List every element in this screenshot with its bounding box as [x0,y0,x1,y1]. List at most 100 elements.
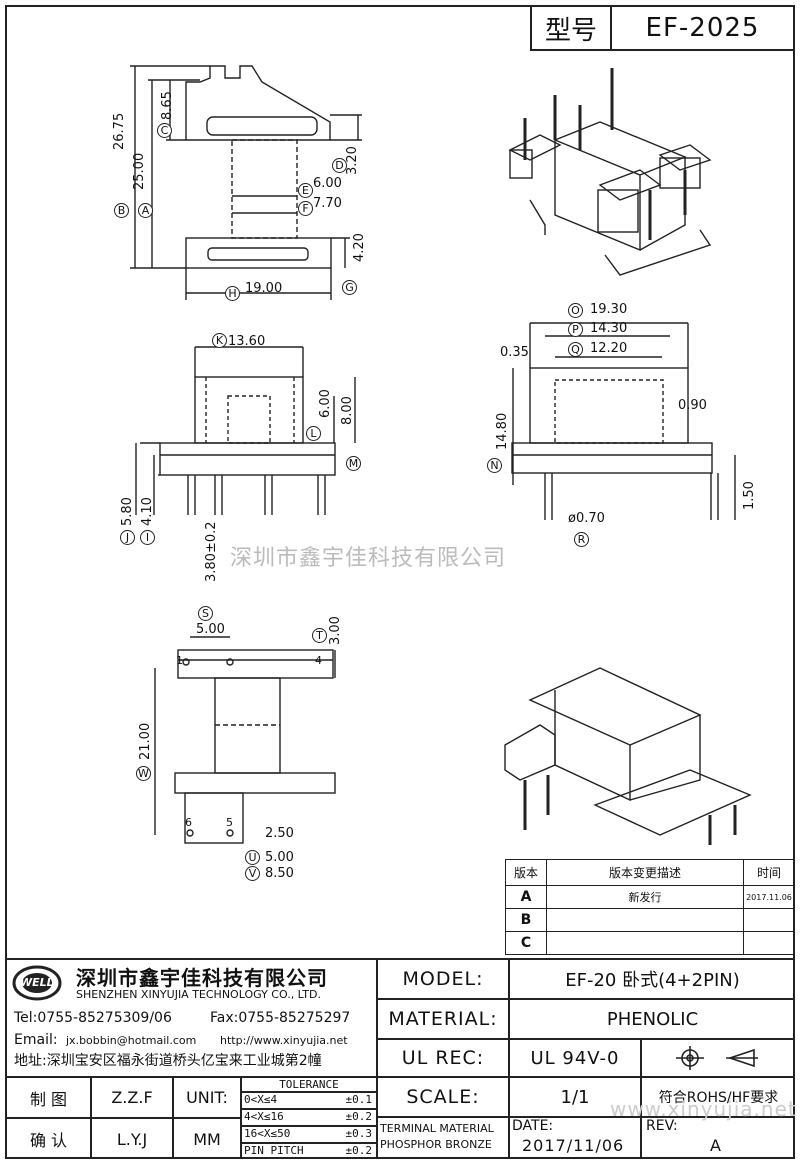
dim-h: 19.00 [245,281,283,296]
tolerance-row: 16<X≤50 ±0.3 [240,1127,376,1140]
tol-value: ±0.3 [345,1127,373,1140]
rev-value: A [710,1136,721,1155]
terminal-material-line1: TERMINAL MATERIAL [380,1122,494,1135]
circled-letter-b: B [114,203,129,218]
company-tel: Tel:0755-85275309/06 [14,1010,172,1026]
rohs-note: 符合ROHS/HF要求 [658,1090,779,1106]
circled-letter-q: Q [568,342,583,357]
company-email: jx.bobbin@hotmail.com [66,1034,197,1047]
circled-letter-o: O [568,303,583,318]
rev-row-b-ver: B [505,908,547,932]
title-separator [376,958,378,1159]
dim-pin-gap: 2.50 [265,826,294,841]
circled-letter-s: S [198,606,213,621]
circled-letter-t: T [312,628,327,643]
dim-pin-dia: ø0.70 [568,511,605,526]
row-line-2 [376,1038,795,1040]
rev-row-c-ver: C [505,931,547,955]
rev-row-a-date: 2017.11.06 [743,885,795,909]
tolerance-row: 0<X≤4 ±0.1 [240,1093,376,1106]
watermark: 深圳市鑫宇佳科技有限公司 [230,546,507,571]
logo-text: WELL [20,976,54,989]
rev-row-c-desc [546,931,744,955]
dim-wall: 0.90 [678,398,707,413]
dim-e: 6.00 [313,176,342,191]
unit-value: MM [193,1129,221,1149]
tol-range: PIN PITCH [244,1144,304,1157]
grid-line-c [240,1076,242,1159]
row-line-1 [376,998,795,1000]
company-name-cn: 深圳市鑫宇佳科技有限公司 [76,966,328,990]
terminal-material-line2: PHOSPHOR BRONZE [380,1138,492,1151]
tol-value: ±0.1 [345,1093,373,1106]
row-line-3 [5,1076,795,1078]
circled-letter-m: M [346,456,361,471]
header-model-code: EF-2025 [610,7,793,51]
draw-label: 制 图 [29,1089,68,1109]
date-label: DATE: [512,1118,554,1134]
rev-row-a-desc: 新发行 [546,885,744,909]
circled-letter-f: F [298,201,313,216]
dim-f: 7.70 [313,196,342,211]
bottom-view [154,636,336,844]
check-label: 确 认 [29,1131,68,1150]
draw-value: Z.Z.F [111,1088,153,1107]
dim-o: 19.30 [590,302,628,317]
top-view [130,65,362,300]
pin-label-6: 6 [185,816,192,829]
dim-u: 5.00 [265,850,294,865]
dim-k: 13.60 [228,334,266,349]
tol-value: ±0.2 [345,1144,373,1157]
company-address: 地址:深圳宝安区福永街道桥头亿宝来工业城第2幢 [14,1053,322,1069]
company-web: http://www.xinyujia.net [220,1034,348,1047]
rev-row-b-desc [546,908,744,932]
circled-letter-c: C [157,123,172,138]
model-value: EF-20 卧式(4+2PIN) [565,970,740,991]
revision-table: 版本 版本变更描述 时间 A 新发行 2017.11.06 B C [505,859,795,959]
model-label: MODEL: [402,968,484,990]
circled-letter-k: K [212,333,227,348]
company-logo: WELL [12,963,62,1003]
circled-letter-p: P [568,322,583,337]
rev-header-version: 版本 [505,859,547,886]
title-col-separator [508,958,510,1159]
drawing-frame [5,5,795,1159]
ulrec-label: UL REC: [401,1047,485,1069]
projection-symbol-icon [670,1044,770,1076]
circled-letter-g: G [342,280,357,295]
tol-range: 16<X≤50 [244,1127,291,1140]
ulrec-value: UL 94V-0 [530,1047,620,1069]
date-value: 2017/11/06 [522,1136,625,1155]
pin-label-4: 4 [315,654,322,667]
circled-letter-n: N [487,458,502,473]
isometric-view-top [508,68,712,276]
pin-label-5: 5 [226,816,233,829]
front-view [135,346,356,515]
rev-row-a-ver: A [505,885,547,909]
tolerance-row: 4<X≤16±0.2 [240,1110,376,1123]
circled-letter-w: W [136,766,151,781]
tol-line-1 [240,1108,376,1110]
rev-header-date: 时间 [743,859,795,886]
tol-line-3 [240,1142,376,1144]
dim-p: 14.30 [590,321,628,336]
tolerance-row: PIN PITCH ±0.2 [240,1144,376,1157]
circled-letter-r: R [574,532,589,547]
rev-row-b-date [743,908,795,932]
pin-label-1: 1 [176,654,183,667]
unit-label: UNIT: [186,1088,228,1107]
dim-v: 8.50 [265,866,294,881]
circled-letter-e: E [298,183,313,198]
rev-label: REV: [646,1118,678,1134]
rev-col-line [640,1116,642,1159]
circled-letter-h: H [225,286,240,301]
circled-letter-a: A [138,203,153,218]
circled-letter-u: U [245,850,260,865]
scale-value: 1/1 [560,1086,590,1108]
material-value: PHENOLIC [606,1008,699,1030]
circled-letter-l: L [306,426,321,441]
tol-line-2 [240,1125,376,1127]
tol-range: 0<X≤4 [244,1093,278,1106]
tol-line-0 [240,1091,376,1093]
check-value: L.Y.J [116,1129,148,1149]
